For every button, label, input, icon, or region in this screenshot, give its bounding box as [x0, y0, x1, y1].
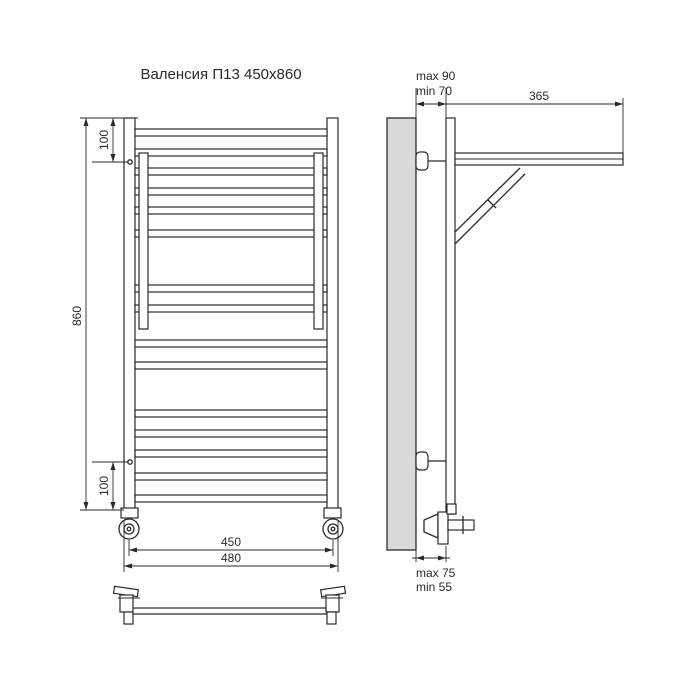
rung: [134, 284, 328, 293]
rung: [134, 339, 328, 348]
front-view: 860 100 100 450 480: [70, 117, 344, 572]
rung: [134, 409, 328, 418]
dim-bottom-offset: 100: [97, 476, 111, 496]
right-upright: [326, 117, 339, 515]
dim-top-offset: 100: [97, 130, 111, 150]
dim-width-outer: 480: [221, 551, 241, 565]
vertical-dimensions: [80, 117, 138, 511]
dim-depth-top-max: max 90: [416, 69, 456, 83]
top-view: [112, 585, 347, 625]
rung: [134, 494, 328, 503]
dim-depth-bottom-max: max 75: [416, 566, 456, 580]
shelf-frame-right: [313, 152, 324, 330]
drawing-title: Валенсия П13 450x860: [140, 66, 301, 83]
dim-depth-bottom-min: min 55: [416, 580, 452, 594]
side-view: [386, 88, 624, 562]
left-upright: [123, 117, 136, 515]
rung: [134, 128, 328, 137]
rung: [134, 187, 328, 196]
rung: [134, 429, 328, 438]
rung: [134, 148, 328, 157]
rung: [134, 304, 328, 313]
horizontal-dimensions: [123, 520, 339, 572]
right-valve: [322, 507, 344, 540]
rung: [134, 229, 328, 238]
rung: [134, 472, 328, 481]
dim-shelf-depth: 365: [529, 89, 549, 103]
rung: [134, 361, 328, 370]
rung: [134, 167, 328, 176]
dim-height-total: 860: [70, 306, 84, 326]
rung: [134, 206, 328, 215]
rungs: [134, 128, 328, 503]
side-upright: [445, 117, 456, 515]
dim-width-inner: 450: [221, 535, 241, 549]
rung: [134, 449, 328, 458]
shelf-frame-left: [138, 152, 149, 330]
left-valve: [118, 507, 140, 540]
wall: [386, 117, 417, 551]
dim-depth-top-min: min 70: [416, 84, 452, 98]
